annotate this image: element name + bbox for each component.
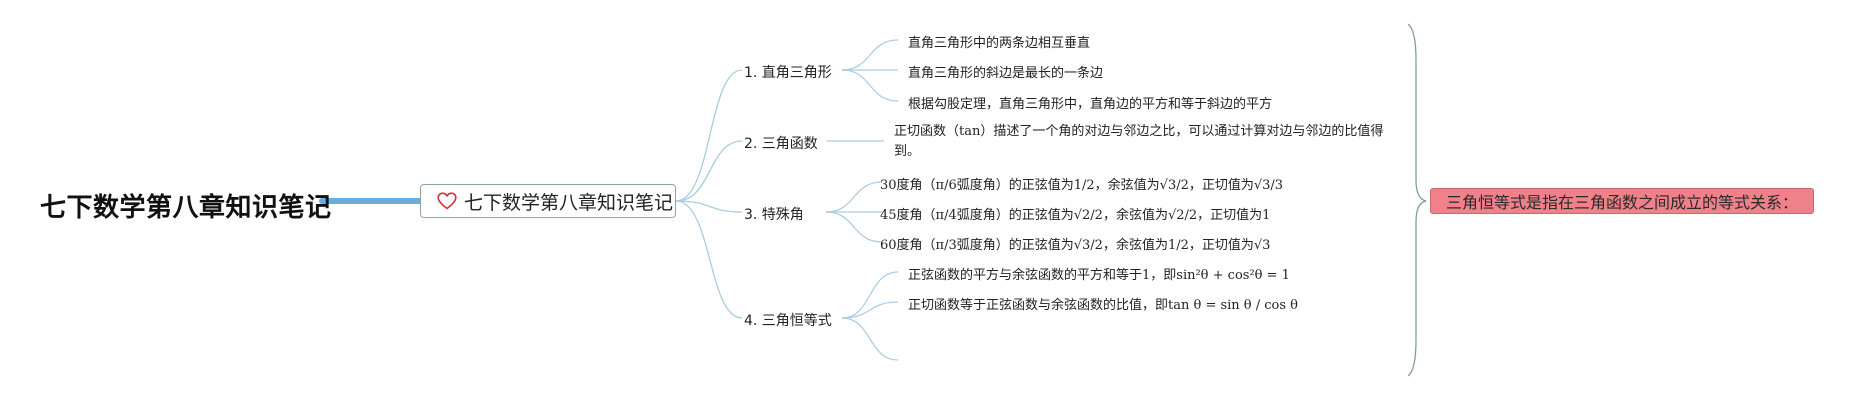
leaf-node[interactable]: 45度角（π/4弧度角）的正弦值为√2/2，余弦值为√2/2，正切值为1 [880, 208, 1271, 223]
branch4-leaf3-link [841, 317, 899, 361]
root-node[interactable]: 七下数学第八章知识笔记 [420, 184, 676, 218]
summary-callout[interactable]: 三角恒等式是指在三角函数之间成立的等式关系： [1430, 188, 1814, 214]
branch-node-4[interactable]: 4. 三角恒等式 [744, 313, 832, 329]
summary-callout-text: 三角恒等式是指在三角函数之间成立的等式关系： [1445, 193, 1798, 212]
root-branch1-link [675, 69, 743, 202]
branch-node-2[interactable]: 2. 三角函数 [744, 136, 818, 152]
leaf-node[interactable]: 直角三角形的斜边是最长的一条边 [908, 66, 1104, 81]
heart-icon [437, 192, 457, 210]
summary-bracket [1407, 23, 1427, 377]
leaf-node[interactable]: 直角三角形中的两条边相互垂直 [908, 36, 1091, 51]
branch-node-1[interactable]: 1. 直角三角形 [744, 65, 832, 81]
branch3-leaf3-link [825, 211, 883, 243]
branch3-leaf1-link [825, 181, 883, 213]
leaf-node[interactable]: 根据勾股定理，直角三角形中，直角边的平方和等于斜边的平方 [908, 97, 1273, 112]
root-branch4-link [675, 200, 743, 319]
leaf-node[interactable]: 正弦函数的平方与余弦函数的平方和等于1，即sin²θ + cos²θ = 1 [908, 268, 1290, 283]
branch4-leaf2-link [841, 301, 899, 319]
root-label: 七下数学第八章知识笔记 [464, 191, 674, 214]
branch4-leaf1-link [841, 271, 899, 319]
leaf-node[interactable]: 60度角（π/3弧度角）的正弦值为√3/2，余弦值为1/2，正切值为√3 [880, 238, 1271, 253]
map-title: 七下数学第八章知识笔记 [40, 193, 332, 223]
leaf-node[interactable]: 正切函数等于正弦函数与余弦函数的比值，即tan θ = sin θ / cos … [908, 298, 1299, 313]
root-branch3-link [675, 200, 743, 213]
root-branch2-link [675, 140, 743, 202]
branch1-leaf3-link [841, 69, 899, 102]
branch1-leaf1-link [841, 39, 899, 71]
leaf-node[interactable]: 30度角（π/6弧度角）的正弦值为1/2，余弦值为√3/2，正切值为√3/3 [880, 178, 1284, 193]
branch-node-3[interactable]: 3. 特殊角 [744, 207, 804, 223]
leaf-node[interactable]: 正切函数（tan）描述了一个角的对边与邻边之比，可以通过计算对边与邻边的比值得到… [894, 124, 1384, 159]
